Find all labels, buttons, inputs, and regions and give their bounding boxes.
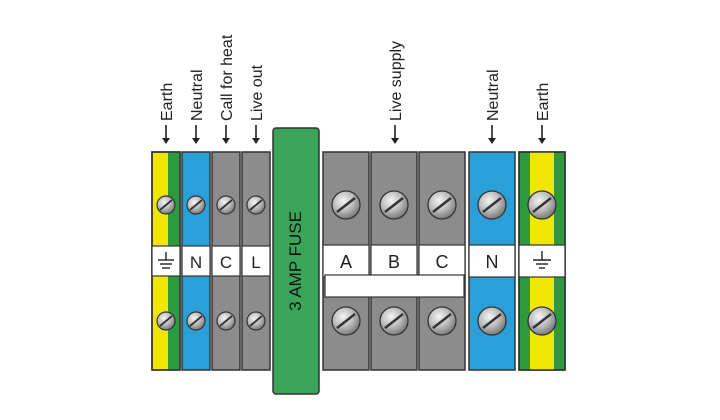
down-arrow-icon [162, 125, 170, 144]
screw-icon [331, 306, 361, 336]
screw-icon [156, 311, 176, 331]
terminal-live-c-letter: C [436, 252, 449, 272]
label-earth-right: Earth [535, 83, 552, 144]
screw-icon [477, 306, 507, 336]
terminal-call-for-heat: C [211, 151, 241, 371]
terminal-live-a-letter: A [340, 252, 352, 272]
terminal-live-out-letter: L [251, 253, 260, 272]
terminal-live-out: L [241, 151, 271, 371]
down-arrow-icon [222, 125, 230, 144]
screw-icon [246, 195, 266, 215]
label-neutral-right-text: Neutral [485, 69, 502, 121]
terminal-live-a: A [322, 151, 370, 371]
label-neutral-right: Neutral [485, 69, 502, 144]
screw-icon [379, 306, 409, 336]
terminal-neutral-right-letter: N [486, 252, 499, 272]
terminal-label-plate [241, 245, 271, 277]
terminal-label-plate [418, 244, 466, 278]
down-arrow-icon [488, 125, 496, 144]
label-neutral-left-text: Neutral [189, 69, 206, 121]
screw-icon [246, 311, 266, 331]
screw-icon [156, 195, 176, 215]
screw-icon [216, 195, 236, 215]
terminal-label-plate [151, 245, 181, 277]
screw-icon [186, 311, 206, 331]
label-live-supply-text: Live supply [388, 41, 405, 121]
terminal-label-plate [211, 245, 241, 277]
screw-icon [379, 190, 409, 220]
screw-icon [527, 306, 557, 336]
terminal-live-b: B [370, 151, 418, 371]
terminal-neutral-left: N [181, 151, 211, 371]
down-arrow-icon [538, 125, 546, 144]
terminal-earth-left [151, 151, 181, 371]
terminal-call-for-heat-letter: C [220, 253, 232, 272]
down-arrow-icon [252, 125, 260, 144]
terminal-label-plate [181, 245, 211, 277]
screw-icon [186, 195, 206, 215]
terminal-earth-right [518, 151, 566, 371]
screw-icon [527, 190, 557, 220]
terminal-neutral-left-letter: N [190, 253, 202, 272]
terminal-label-plate [468, 244, 516, 278]
screw-icon [427, 306, 457, 336]
terminal-neutral-right: N [468, 151, 516, 371]
live-bridge-bar [324, 274, 465, 298]
terminal-label-plate [518, 244, 566, 278]
fuse-label: 3 AMP FUSE [286, 211, 305, 311]
label-earth-left-text: Earth [159, 83, 176, 121]
label-earth-right-text: Earth [535, 83, 552, 121]
down-arrow-icon [192, 125, 200, 144]
down-arrow-icon [391, 125, 399, 144]
earth-ground-icon [158, 252, 174, 269]
top-labels: Earth Neutral Call for heat Live out [159, 34, 552, 144]
label-live-out-text: Live out [249, 64, 266, 121]
terminal-live-b-letter: B [388, 252, 400, 272]
label-neutral-left: Neutral [189, 69, 206, 144]
label-call-for-heat: Call for heat [219, 34, 236, 144]
screw-icon [331, 190, 361, 220]
screw-icon [216, 311, 236, 331]
label-live-supply: Live supply [388, 41, 405, 144]
label-live-out: Live out [249, 64, 266, 144]
screw-icon [427, 190, 457, 220]
earth-ground-icon [533, 251, 551, 269]
label-call-for-heat-text: Call for heat [219, 34, 236, 121]
terminal-live-c: C [418, 151, 466, 371]
screw-icon [477, 190, 507, 220]
label-earth-left: Earth [159, 83, 176, 144]
fuse-holder: 3 AMP FUSE [272, 127, 320, 395]
